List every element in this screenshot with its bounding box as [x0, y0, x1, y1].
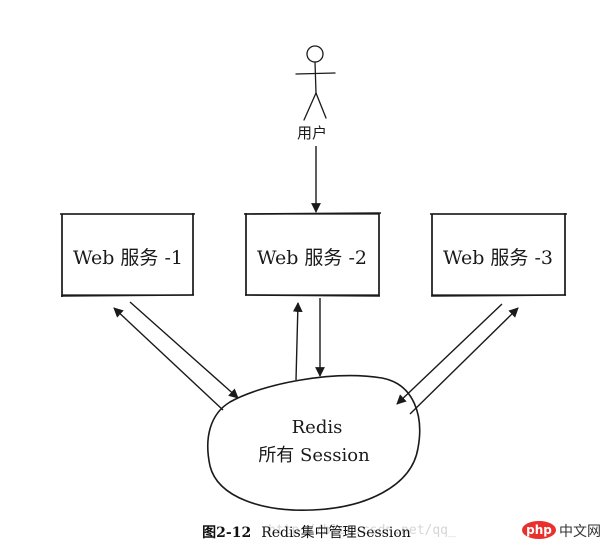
redis-title: Redis — [292, 417, 343, 438]
php-site-name: 中文网 — [559, 524, 601, 540]
figure-number: 图2-12 — [202, 525, 252, 541]
arrow-service-1-to-redis — [129, 301, 239, 399]
redis-subtitle: 所有 Session — [258, 445, 370, 466]
redis-store: Redis 所有 Session — [207, 374, 421, 511]
figure-title: Redis集中管理Session — [261, 525, 411, 541]
arrow-redis-to-service-2 — [292, 302, 303, 381]
web-service-1: Web 服务 -1 — [60, 213, 195, 297]
user-label: 用户 — [297, 124, 327, 142]
arrow-redis-to-service-3 — [409, 307, 519, 415]
arrow-redis-to-service-1 — [113, 307, 224, 411]
php-logo-icon: php — [522, 521, 556, 539]
web-service-3-label: Web 服务 -3 — [443, 247, 553, 269]
arrow-service-3-to-redis — [396, 303, 503, 405]
user-figure-icon — [295, 45, 336, 121]
web-service-2-label: Web 服务 -2 — [257, 247, 367, 269]
watermark-url: http://blog.csdn.net/qq_ — [268, 523, 456, 538]
web-service-1-label: Web 服务 -1 — [73, 247, 183, 269]
web-service-3: Web 服务 -3 — [430, 213, 567, 297]
figure-caption: 图2-12 Redis集中管理Session — [0, 522, 613, 542]
web-service-2: Web 服务 -2 — [243, 212, 382, 297]
